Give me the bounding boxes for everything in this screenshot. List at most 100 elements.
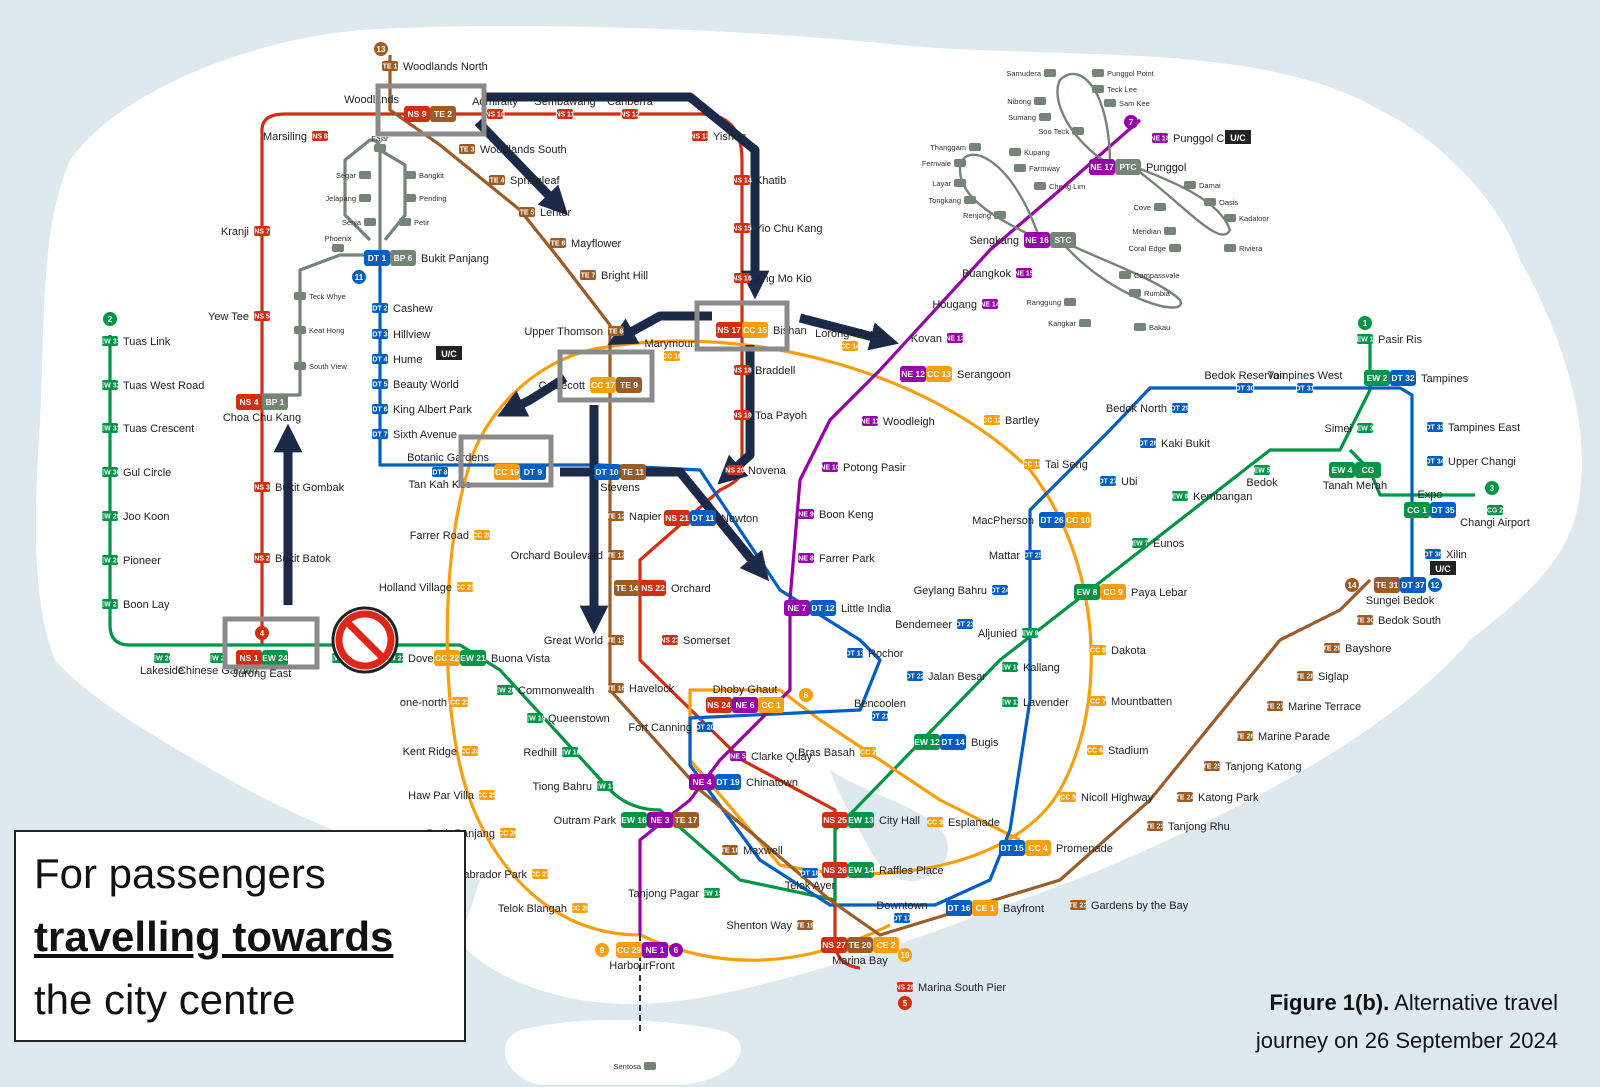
lrt-station-kangkar[interactable]: Kangkar: [1048, 319, 1091, 328]
lrt-station-bangkit[interactable]: Bangkit: [404, 171, 445, 180]
lrt-station-meridian[interactable]: Meridian: [1132, 227, 1176, 236]
lrt-station-nibong[interactable]: Nibong: [1007, 97, 1046, 106]
lrt-station-cheng-lim[interactable]: Cheng Lim: [1034, 182, 1085, 191]
lrt-station-samudera[interactable]: Samudera: [1006, 69, 1056, 78]
lrt-station-sumang[interactable]: Sumang: [1008, 113, 1051, 122]
lrt-station-keat-hong[interactable]: Keat Hong: [294, 326, 344, 335]
lrt-station-senja[interactable]: Senja: [342, 218, 376, 227]
lrt-station-rumbia[interactable]: Rumbia: [1129, 289, 1171, 298]
lrt-station-ranggung[interactable]: Ranggung: [1026, 298, 1076, 307]
lrt-station-phoenix[interactable]: Phoenix: [324, 234, 352, 252]
lrt-station-thanggam[interactable]: Thanggam: [930, 143, 981, 152]
lrt-station-oasis[interactable]: Oasis: [1204, 198, 1238, 207]
lrt-station-fajar[interactable]: Fajar: [371, 134, 389, 152]
lrt-station-layar[interactable]: Layar: [932, 179, 966, 188]
lrt-station-riviera[interactable]: Riviera: [1224, 244, 1263, 253]
lrt-station-farmway[interactable]: Farmway: [1014, 164, 1060, 173]
lrt-station-jelapang[interactable]: Jelapang: [326, 194, 371, 203]
lrt-station-cove[interactable]: Cove: [1133, 203, 1166, 212]
lrt-station-tongkang[interactable]: Tongkang: [928, 196, 976, 205]
